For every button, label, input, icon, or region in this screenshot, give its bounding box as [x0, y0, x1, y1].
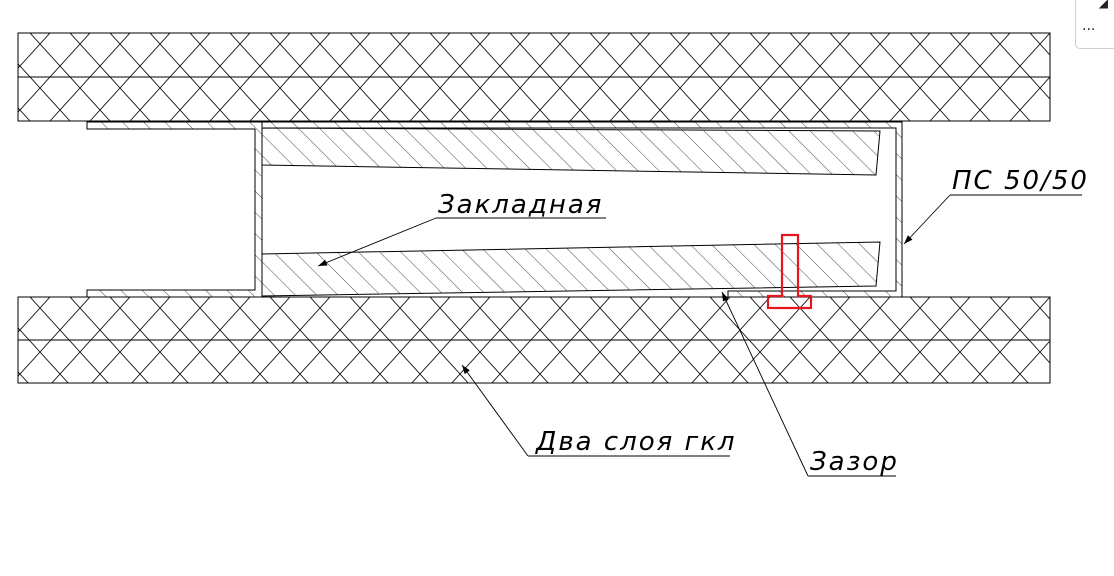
profile-leader [903, 194, 951, 245]
right-profile-ps-50-50 [261, 121, 903, 298]
embed-leader [317, 217, 437, 267]
embed-board-top [261, 127, 881, 176]
top-board-layer-1 [17, 32, 1051, 78]
label-gkl: Два слоя гкл [535, 427, 737, 457]
corner-arrow-icon: ◢ [1098, 0, 1108, 10]
bottom-board-layer-2 [17, 339, 1051, 384]
top-gkl-boards [17, 32, 1051, 122]
gkl-leader [461, 364, 529, 457]
label-gap: Зазор [810, 447, 899, 477]
screw-highlight [766, 233, 813, 310]
more-options-icon[interactable]: ... [1082, 18, 1096, 34]
label-embed: Закладная [438, 190, 603, 220]
bottom-board-layer-1 [17, 296, 1051, 341]
leader-lines [317, 194, 1082, 477]
corner-menu-widget[interactable]: ◢ ... [1075, 0, 1114, 49]
top-board-layer-2 [17, 76, 1051, 122]
left-profile [86, 121, 263, 298]
bottom-gkl-boards [17, 296, 1051, 384]
gap-leader [721, 291, 809, 477]
label-profile: ПС 50/50 [952, 166, 1089, 196]
embed-board-bottom [261, 241, 881, 297]
